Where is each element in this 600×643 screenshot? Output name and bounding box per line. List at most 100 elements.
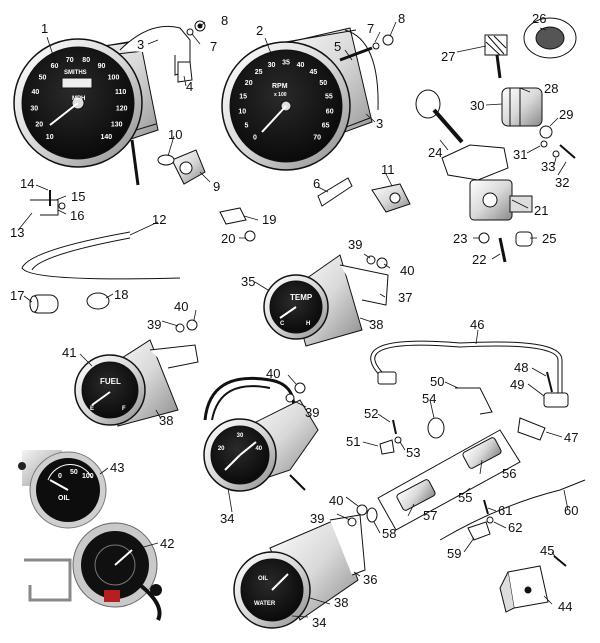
callout-34b: 34 <box>312 615 327 630</box>
callout-54: 54 <box>422 391 437 406</box>
speedo-tick-50: 50 <box>39 74 47 81</box>
callout-21: 21 <box>534 203 549 218</box>
temp-gauge-35: TEMP C H <box>263 254 389 347</box>
bolt-48 <box>546 371 553 393</box>
callout-41: 41 <box>62 345 77 360</box>
callout-3b: 3 <box>376 116 384 131</box>
callout-49: 49 <box>510 377 525 392</box>
adaptor-21 <box>469 179 533 221</box>
tacho-tick-65: 65 <box>322 122 330 129</box>
callout-39b: 39 <box>147 317 162 332</box>
callout-62: 62 <box>508 520 523 535</box>
callout-47: 47 <box>564 430 579 445</box>
tacho-tick-70: 70 <box>313 134 321 141</box>
callout-8a: 8 <box>221 13 229 28</box>
washer-58 <box>366 507 378 523</box>
callout-58: 58 <box>382 526 397 541</box>
tacho-tick-35: 35 <box>282 59 290 66</box>
grommet-26 <box>523 17 577 59</box>
clip-51 <box>379 439 395 455</box>
callout-4: 4 <box>186 79 194 94</box>
callout-40d: 40 <box>329 493 344 508</box>
housing-28 <box>501 87 543 127</box>
callout-48: 48 <box>514 360 529 375</box>
speedo-tick-90: 90 <box>98 63 106 70</box>
callout-38b: 38 <box>159 413 174 428</box>
fuel-label-text: FUEL <box>100 377 121 386</box>
callout-39a: 39 <box>348 237 363 252</box>
gasket-24 <box>441 144 509 181</box>
bolt-22 <box>498 237 507 263</box>
union-49 <box>543 392 569 408</box>
combo-oil-text: OIL <box>258 576 268 582</box>
fuel-gauge-41: FUEL E F <box>74 339 199 427</box>
clip-59 <box>467 521 491 541</box>
cable-12 <box>21 231 181 280</box>
combo-tick-20: 20 <box>218 446 225 452</box>
callout-14: 14 <box>20 176 35 191</box>
temp-label-text: TEMP <box>290 293 313 302</box>
callout-19: 19 <box>262 212 277 227</box>
callout-16: 16 <box>70 208 85 223</box>
bracket-3b <box>344 29 379 111</box>
speedo-tick-60: 60 <box>51 63 59 70</box>
callout-50: 50 <box>430 374 445 389</box>
clip-13-16 <box>30 190 66 216</box>
nut-40a <box>376 257 388 269</box>
washer-7a <box>186 28 194 36</box>
callout-25: 25 <box>542 231 557 246</box>
bracket-44 <box>499 565 549 613</box>
speedo-tick-100: 100 <box>108 74 120 81</box>
callout-26: 26 <box>532 11 547 26</box>
callout-44: 44 <box>558 599 573 614</box>
callout-9: 9 <box>213 179 221 194</box>
callout-22: 22 <box>472 252 487 267</box>
tacho-tick-5: 5 <box>244 122 248 129</box>
clip-47 <box>517 417 546 441</box>
callout-46: 46 <box>470 317 485 332</box>
speedo-brand-text: SMITHS <box>64 70 87 76</box>
callout-27: 27 <box>441 49 456 64</box>
callout-12: 12 <box>152 212 167 227</box>
callout-52: 52 <box>364 406 379 421</box>
washer-53 <box>394 436 402 444</box>
tacho-tick-50: 50 <box>319 80 327 87</box>
oil-tick-0: 0 <box>58 473 62 480</box>
speedo-unit-text: MPH <box>72 96 85 102</box>
speedo-tick-40: 40 <box>32 89 40 96</box>
bracket-foot-4 <box>177 61 193 83</box>
callout-59: 59 <box>447 546 462 561</box>
callout-7b: 7 <box>367 21 375 36</box>
callout-8b: 8 <box>398 11 406 26</box>
grommet-54 <box>427 417 445 439</box>
tacho-tick-30: 30 <box>268 62 276 69</box>
callout-57: 57 <box>423 508 438 523</box>
bracket-6 <box>317 177 353 207</box>
tacho-unit-text: RPM <box>272 83 288 90</box>
callout-28: 28 <box>544 81 559 96</box>
callout-23: 23 <box>453 231 468 246</box>
speedo-tick-30: 30 <box>30 106 38 113</box>
tacho-scale-text: x 100 <box>274 92 287 98</box>
trip-reset-cable <box>130 139 140 186</box>
speedo-tick-110: 110 <box>115 89 126 96</box>
combo-tick-30: 30 <box>237 433 244 439</box>
callout-36: 36 <box>363 572 378 587</box>
callout-18: 18 <box>114 287 129 302</box>
speedo-tick-20: 20 <box>35 121 43 128</box>
speedo-tick-140: 140 <box>100 134 112 141</box>
temp-c-text: C <box>280 321 285 327</box>
sender-11 <box>371 183 411 213</box>
callout-45: 45 <box>540 543 555 558</box>
screw-61 <box>483 499 489 515</box>
photo-oil-gauge-43: 0 50 100 OIL <box>18 450 107 529</box>
combo-water-text: WATER <box>254 601 276 607</box>
callout-30: 30 <box>470 98 485 113</box>
callout-37: 37 <box>398 290 413 305</box>
fuel-e-text: E <box>90 406 94 412</box>
